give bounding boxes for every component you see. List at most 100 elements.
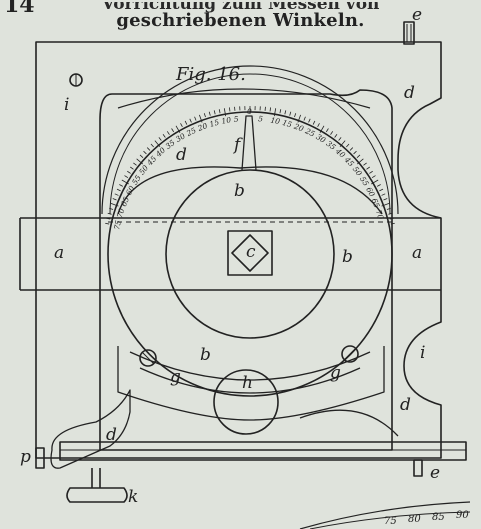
scale-tick <box>334 134 338 138</box>
lower-scale-label-2: 85 <box>432 512 445 523</box>
scale-tick <box>116 188 121 192</box>
label-a-right: a <box>412 243 422 263</box>
scale-tick <box>356 154 361 158</box>
scale-tick <box>388 212 393 215</box>
page-heading: 14 Vorrichtung zum Messen von geschriebe… <box>0 0 481 36</box>
scale-tick <box>386 207 391 210</box>
scale-left-label-12: 65 <box>119 195 131 207</box>
scale-tick <box>369 170 373 174</box>
figure-title: Fig. 16. <box>175 64 246 85</box>
knob-h <box>213 369 279 435</box>
label-g-right: g <box>330 363 341 383</box>
scale-tick <box>229 107 231 112</box>
scale-tick <box>109 207 114 210</box>
scale-tick <box>180 123 183 128</box>
scale-tick <box>289 111 292 116</box>
scale-tick <box>303 116 306 121</box>
foot-k <box>66 487 128 503</box>
scale-tick <box>330 131 334 135</box>
scale-tick <box>319 125 325 133</box>
scale-right-label-13: 70 <box>374 209 385 221</box>
label-e-top: e <box>412 5 422 25</box>
slot-arc-outer <box>129 351 371 381</box>
scale-tick <box>273 108 277 117</box>
scale-right-label-11: 60 <box>364 186 377 199</box>
screw-left <box>139 349 157 367</box>
scale-tick <box>353 150 357 155</box>
label-b-bottom: b <box>200 345 211 365</box>
scale-tick <box>203 113 206 118</box>
scale-tick <box>127 170 131 174</box>
scale-tick <box>175 125 181 133</box>
heading-title: geschriebenen Winkeln. <box>116 10 365 31</box>
label-p: p <box>20 447 31 467</box>
scale-tick <box>338 137 342 141</box>
scale-tick <box>376 184 381 187</box>
scale-tick <box>154 140 161 148</box>
label-f: f <box>232 135 243 155</box>
page-number: 14 <box>4 0 35 18</box>
scale-left-label-2: 15 <box>208 118 220 129</box>
scale-tick <box>189 118 192 123</box>
scale-left-label-11: 60 <box>124 184 137 197</box>
scale-tick <box>112 198 117 201</box>
screw-right <box>341 345 359 363</box>
scale-left-label-5: 30 <box>174 131 187 144</box>
scale-tick <box>279 109 282 114</box>
scale-tick <box>114 193 119 196</box>
scale-tick <box>218 109 221 114</box>
heading-cut-line: Vorrichtung zum Messen von <box>101 0 380 14</box>
scale-right-label-3: 20 <box>292 121 305 133</box>
scale-tick <box>194 116 197 121</box>
arc-lower-right <box>299 409 399 437</box>
scale-tick <box>107 212 112 215</box>
scale-tick <box>124 175 129 179</box>
scale-zero: 0 <box>247 107 252 116</box>
scale-tick <box>139 154 144 158</box>
scale-tick <box>106 217 111 220</box>
scale-tick <box>383 198 388 201</box>
scale-tick <box>294 113 297 118</box>
scale-right-label-12: 65 <box>370 197 382 209</box>
scale-tick <box>363 162 367 166</box>
pointer-f <box>241 115 257 171</box>
scale-tick <box>284 110 287 115</box>
scale-tick <box>162 134 166 138</box>
label-c: c <box>246 242 256 262</box>
slot-arc-inner <box>139 367 361 394</box>
scale-tick <box>121 179 129 185</box>
scale-tick <box>199 114 203 123</box>
scale-tick <box>339 140 346 148</box>
scale-tick <box>389 217 394 220</box>
scale-tick <box>223 108 227 117</box>
scale-tick <box>146 147 151 151</box>
scale-tick <box>371 175 376 179</box>
scale-tick <box>184 120 188 125</box>
scale-left-label-14: 75 <box>112 219 123 230</box>
scale-tick <box>312 120 316 125</box>
label-b-right: b <box>342 247 353 267</box>
scale-tick <box>143 150 147 155</box>
label-g-left: g <box>170 367 181 387</box>
scale-tick <box>150 143 154 148</box>
label-h: h <box>242 373 253 393</box>
rule-bar <box>59 441 467 461</box>
label-a-left: a <box>54 243 64 263</box>
scale-tick <box>346 143 350 148</box>
label-k: k <box>128 487 138 507</box>
scale-tick <box>119 184 124 187</box>
scale-tick <box>166 131 170 135</box>
label-d-lower-right: d <box>400 395 411 415</box>
scale-left-label-13: 70 <box>115 207 126 219</box>
scale-tick <box>381 203 390 207</box>
scale-tick <box>297 114 301 123</box>
scale-left-label-0: 5 <box>233 114 239 123</box>
scale-tick <box>208 111 211 116</box>
scale-tick <box>158 137 162 141</box>
scale-tick <box>130 166 134 170</box>
scale-left-label-3: 20 <box>196 121 209 133</box>
label-d-top-right: d <box>404 83 415 103</box>
label-i-top: i <box>64 95 69 115</box>
scale-arc-outer <box>101 65 399 215</box>
